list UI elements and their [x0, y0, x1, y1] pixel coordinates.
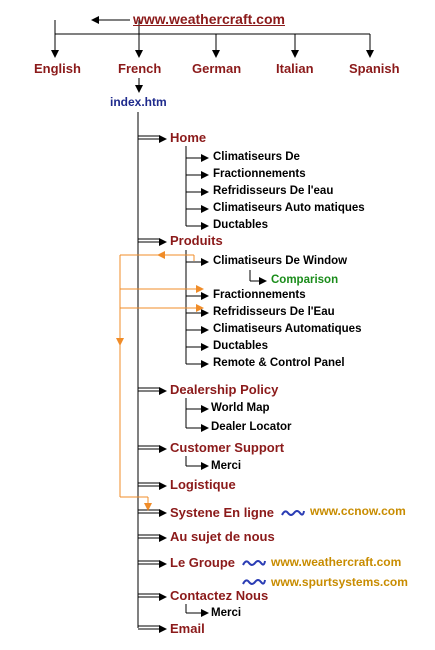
section-dealership[interactable]: Dealership Policy [170, 382, 279, 397]
spurtsystems-url[interactable]: www.spurtsystems.com [271, 575, 408, 589]
weathercraft-url[interactable]: www.weathercraft.com [271, 555, 402, 569]
home-item[interactable]: Climatiseurs De [213, 151, 300, 163]
section-email[interactable]: Email [170, 621, 205, 636]
lang-french[interactable]: French [118, 61, 162, 76]
produits-item[interactable]: Fractionnements [213, 289, 306, 301]
lang-italian[interactable]: Italian [276, 61, 314, 76]
ccnow-link[interactable]: www.ccnow.com [310, 504, 406, 518]
section-systene[interactable]: Systene En ligne [170, 505, 275, 520]
wave-icon [281, 510, 305, 516]
section-groupe[interactable]: Le Groupe [170, 555, 236, 570]
index-page[interactable]: index.htm [110, 95, 167, 109]
home-item[interactable]: Ductables [213, 219, 268, 231]
lang-english[interactable]: English [34, 61, 81, 76]
produits-item[interactable]: Ductables [213, 340, 268, 352]
lang-german[interactable]: German [192, 61, 242, 76]
wave-icon [242, 579, 266, 585]
produits-item[interactable]: Climatiseurs Automatiques [213, 323, 362, 335]
home-item[interactable]: Climatiseurs Auto matiques [213, 202, 365, 214]
lang-spanish[interactable]: Spanish [349, 61, 400, 76]
home-item[interactable]: Fractionnements [213, 168, 306, 180]
home-item[interactable]: Refridisseurs De l'eau [213, 185, 334, 197]
produits-item[interactable]: Climatiseurs De Window [213, 255, 348, 267]
section-contactez[interactable]: Contactez Nous [170, 588, 269, 603]
section-au-sujet[interactable]: Au sujet de nous [170, 529, 275, 544]
section-support[interactable]: Customer Support [170, 440, 285, 455]
site-link[interactable]: www.weathercraft.com [133, 11, 285, 27]
section-produits[interactable]: Produits [170, 233, 223, 248]
produits-item[interactable]: Refridisseurs De l'Eau [213, 306, 335, 318]
section-home[interactable]: Home [170, 130, 207, 145]
dealership-item[interactable]: Dealer Locator [211, 421, 292, 433]
dealership-item[interactable]: World Map [211, 402, 270, 414]
produits-item[interactable]: Remote & Control Panel [213, 357, 345, 369]
wave-icon [242, 560, 266, 566]
support-item[interactable]: Merci [211, 460, 242, 472]
contactez-item[interactable]: Merci [211, 607, 242, 619]
section-logistique[interactable]: Logistique [170, 477, 236, 492]
comparison-link[interactable]: Comparison [271, 274, 339, 286]
